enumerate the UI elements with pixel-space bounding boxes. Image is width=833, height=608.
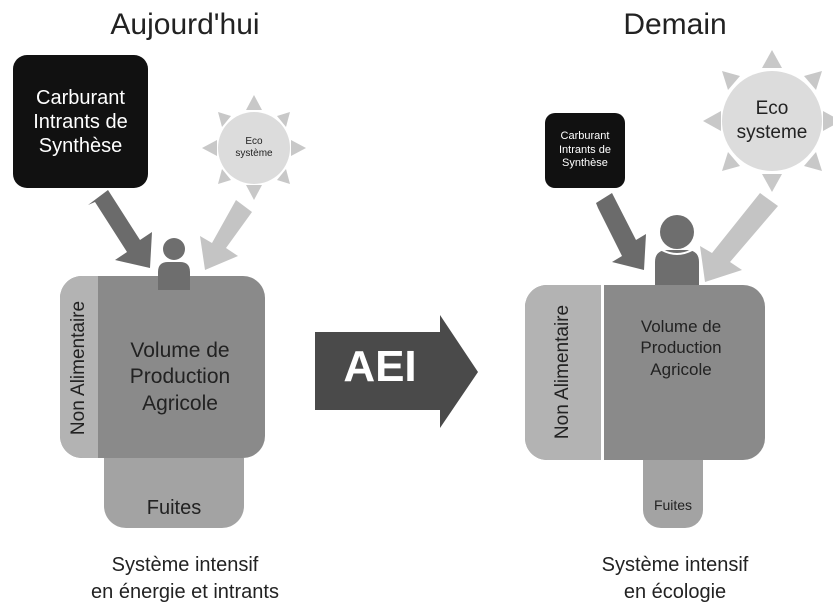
input-line-3: Synthèse xyxy=(38,134,123,157)
sun-label-line-1: Eco xyxy=(755,98,789,120)
non-food-strip-left xyxy=(60,276,98,458)
side-label-right: Non Alimentaire xyxy=(552,304,573,440)
input-box-left: Carburant Intrants de Synthèse xyxy=(13,55,148,188)
caption-line-2: en énergie et intrants xyxy=(91,581,279,603)
input-line-1: Carburant xyxy=(36,86,125,109)
sun-right xyxy=(722,71,822,171)
input-line-1: Carburant xyxy=(560,129,610,142)
sun-left xyxy=(218,112,290,184)
caption-right: Système intensif en écologie xyxy=(560,552,790,606)
volume-line-3: Agricole xyxy=(142,391,218,415)
volume-line-2: Production xyxy=(129,365,231,389)
person-icon-right xyxy=(655,215,699,295)
sun-rays-left xyxy=(202,95,306,200)
divider-right xyxy=(601,285,604,460)
leak-label-right: Fuites xyxy=(653,497,693,513)
aei-arrow xyxy=(315,315,478,428)
caption-line-1: Système intensif xyxy=(601,554,749,576)
title-today: Aujourd'hui xyxy=(110,8,260,41)
volume-label-left: Volume de Production Agricole xyxy=(100,338,260,417)
volume-line-1: Volume de xyxy=(640,317,722,336)
input-box-right: Carburant Intrants de Synthèse xyxy=(545,113,625,188)
leak-box-left xyxy=(104,458,244,528)
person-base-left xyxy=(158,276,190,290)
volume-line-3: Agricole xyxy=(650,359,712,379)
eco-arrow-left xyxy=(200,200,252,270)
sun-label-line-2: système xyxy=(235,148,273,159)
input-line-2: Intrants de xyxy=(559,143,611,156)
volume-line-2: Production xyxy=(640,338,722,358)
input-arrow-right xyxy=(596,193,646,270)
input-line-2: Intrants de xyxy=(33,110,128,133)
aei-label: AEI xyxy=(343,342,417,391)
leak-box-right xyxy=(643,460,703,528)
caption-left: Système intensif en énergie et intrants xyxy=(55,552,315,606)
leak-label-left: Fuites xyxy=(146,497,202,519)
volume-label-right: Volume de Production Agricole xyxy=(606,316,756,380)
sun-rays-right xyxy=(703,50,833,192)
input-line-3: Synthèse xyxy=(562,157,608,170)
sun-label-line-2: systeme xyxy=(736,122,808,143)
title-tomorrow: Demain xyxy=(623,8,727,41)
side-label-left: Non Alimentaire xyxy=(68,300,89,436)
sun-label-right: Eco systeme xyxy=(732,92,812,150)
caption-line-2: en écologie xyxy=(623,581,727,603)
volume-line-1: Volume de xyxy=(130,339,230,362)
sun-label-line-1: Eco xyxy=(245,135,263,147)
sun-label-left: Eco système xyxy=(222,128,286,168)
caption-line-1: Système intensif xyxy=(111,554,259,576)
input-arrow-left xyxy=(88,190,152,268)
non-food-strip-right xyxy=(525,285,601,460)
eco-arrow-right xyxy=(700,193,778,282)
